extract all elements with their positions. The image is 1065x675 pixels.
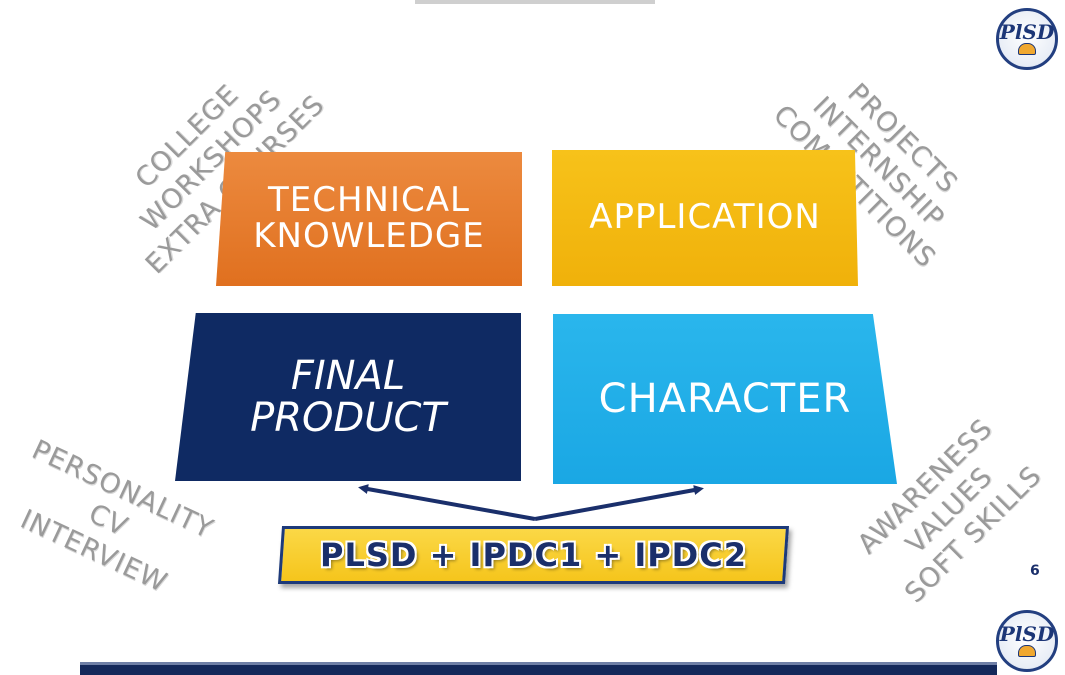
page-number: 6 bbox=[1030, 563, 1040, 579]
technical-knowledge-tile: TECHNICAL KNOWLEDGE bbox=[216, 152, 522, 286]
footer-bar bbox=[80, 662, 997, 675]
logo-text: PlSD bbox=[999, 20, 1055, 44]
arrow-left bbox=[358, 484, 536, 521]
plsd-logo-footer: PlSD bbox=[996, 610, 1058, 672]
logo-seal-icon bbox=[1018, 43, 1036, 55]
arrow-right bbox=[534, 485, 704, 521]
technical-knowledge-text: TECHNICAL KNOWLEDGE bbox=[253, 180, 485, 256]
plsd-logo: PlSD bbox=[996, 8, 1058, 70]
application-text: APPLICATION bbox=[589, 197, 821, 238]
logo-text-footer: PlSD bbox=[999, 622, 1055, 646]
character-text: CHARACTER bbox=[598, 376, 852, 422]
logo-seal-footer-icon bbox=[1018, 645, 1036, 657]
character-tile: CHARACTER bbox=[553, 314, 897, 484]
program-combo-box: PLSD + IPDC1 + IPDC2 bbox=[277, 526, 790, 584]
top-divider bbox=[415, 0, 655, 4]
final-product-tile: FINAL PRODUCT bbox=[175, 313, 521, 481]
application-tile: APPLICATION bbox=[552, 150, 858, 286]
final-product-text: FINAL PRODUCT bbox=[250, 353, 446, 441]
program-combo-text: PLSD + IPDC1 + IPDC2 bbox=[320, 536, 747, 574]
